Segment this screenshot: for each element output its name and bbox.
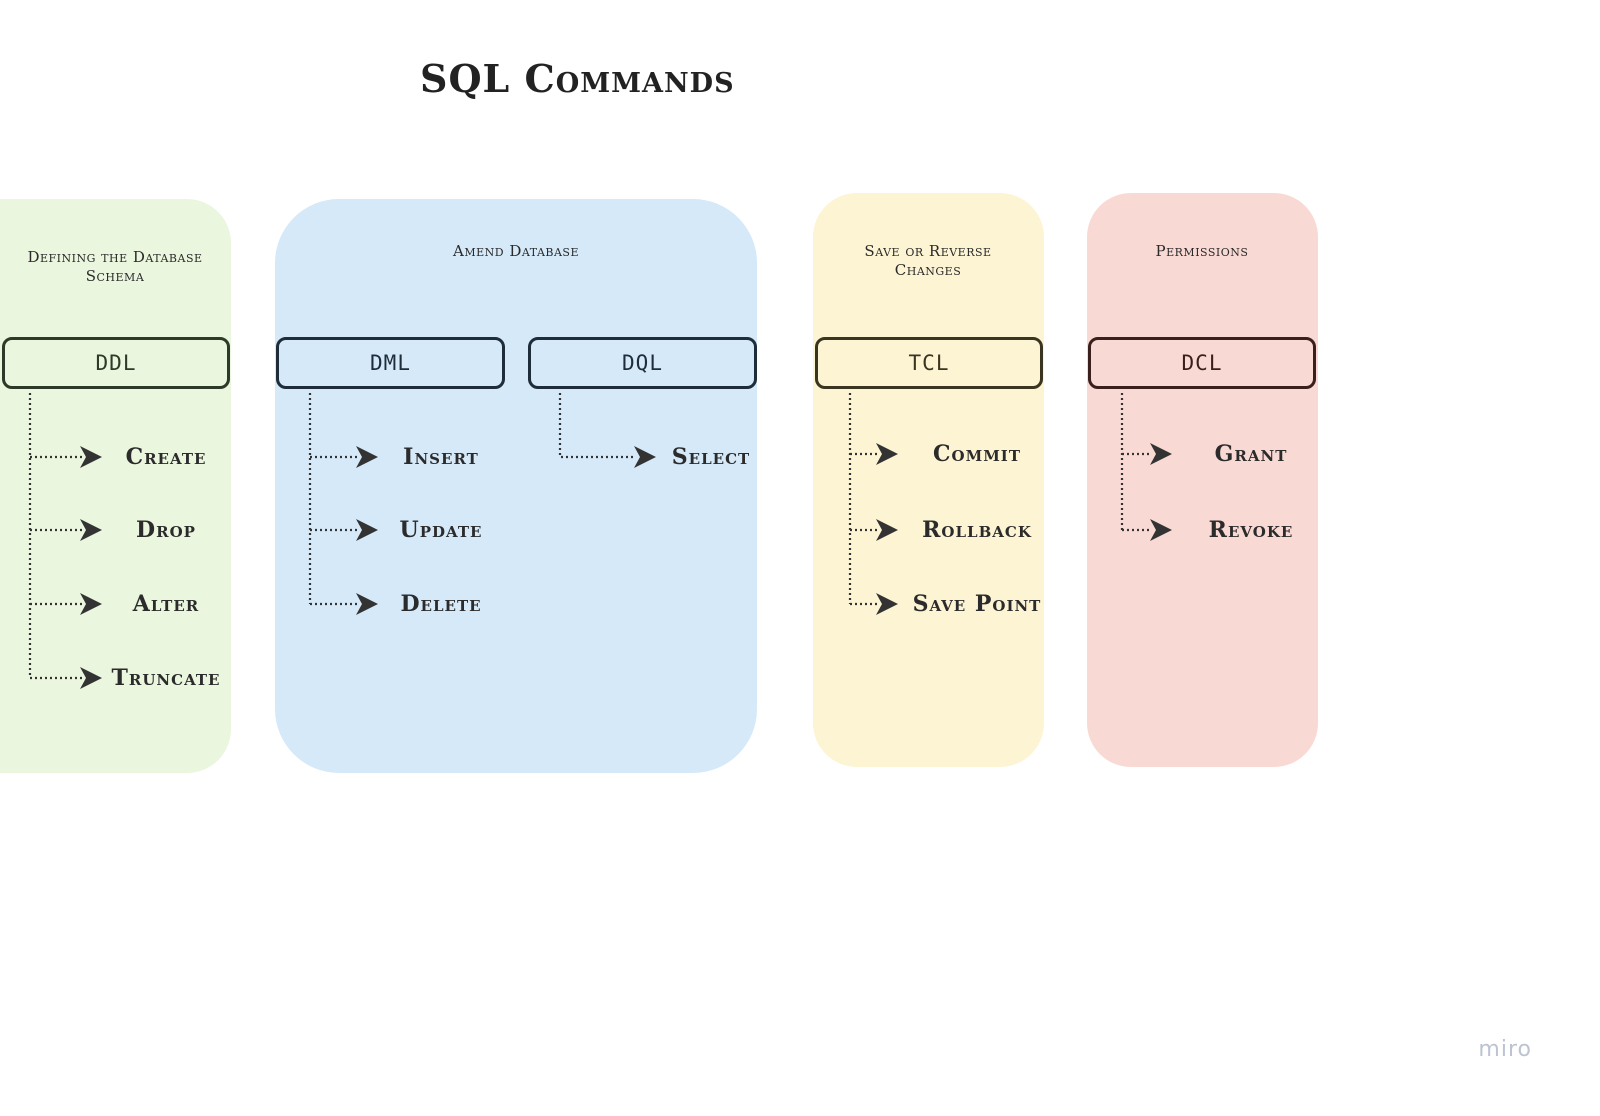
tcl-box: TCL xyxy=(815,337,1043,389)
amend-group-panel xyxy=(275,199,757,773)
arrow-select-icon xyxy=(634,446,656,468)
ddl-item-drop: Drop xyxy=(136,517,196,543)
tcl-item-rollback: Rollback xyxy=(922,517,1032,543)
dcl-group-description: Permissions xyxy=(1155,242,1249,260)
ddl-box: DDL xyxy=(2,337,230,389)
amend-group-description: Amend Database xyxy=(453,242,579,260)
dcl-box: DCL xyxy=(1088,337,1316,389)
miro-watermark: miro xyxy=(1478,1037,1532,1062)
diagram-title: SQL Commands xyxy=(420,56,735,101)
arrow-savepoint-icon xyxy=(876,593,898,615)
dml-item-delete: Delete xyxy=(400,591,482,617)
arrow-insert-icon xyxy=(356,446,378,468)
arrow-alter-icon xyxy=(80,593,102,615)
ddl-item-alter: Alter xyxy=(132,591,200,617)
dcl-item-grant: Grant xyxy=(1214,441,1288,467)
dql-branch-select xyxy=(558,393,636,459)
dcl-item-revoke: Revoke xyxy=(1208,517,1294,543)
dcl-group-panel xyxy=(1087,193,1318,767)
ddl-group-description: Defining the Database Schema xyxy=(27,248,203,285)
arrow-grant-icon xyxy=(1150,443,1172,465)
tcl-item-commit: Commit xyxy=(933,441,1021,467)
arrow-update-icon xyxy=(356,519,378,541)
ddl-group-panel xyxy=(0,199,231,773)
ddl-item-create: Create xyxy=(125,444,207,470)
arrow-commit-icon xyxy=(876,443,898,465)
dql-item-select: Select xyxy=(671,444,751,470)
ddl-item-truncate: Truncate xyxy=(111,665,221,691)
arrow-drop-icon xyxy=(80,519,102,541)
dml-item-update: Update xyxy=(399,517,483,543)
dml-item-insert: Insert xyxy=(403,444,479,470)
arrow-revoke-icon xyxy=(1150,519,1172,541)
dml-box: DML xyxy=(276,337,505,389)
arrow-delete-icon xyxy=(356,593,378,615)
dql-box: DQL xyxy=(528,337,757,389)
arrow-create-icon xyxy=(80,446,102,468)
tcl-group-panel xyxy=(813,193,1044,767)
tcl-group-description: Save or Reverse Changes xyxy=(864,242,992,279)
tcl-item-savepoint: Save Point xyxy=(912,591,1042,617)
arrow-truncate-icon xyxy=(80,667,102,689)
arrow-rollback-icon xyxy=(876,519,898,541)
